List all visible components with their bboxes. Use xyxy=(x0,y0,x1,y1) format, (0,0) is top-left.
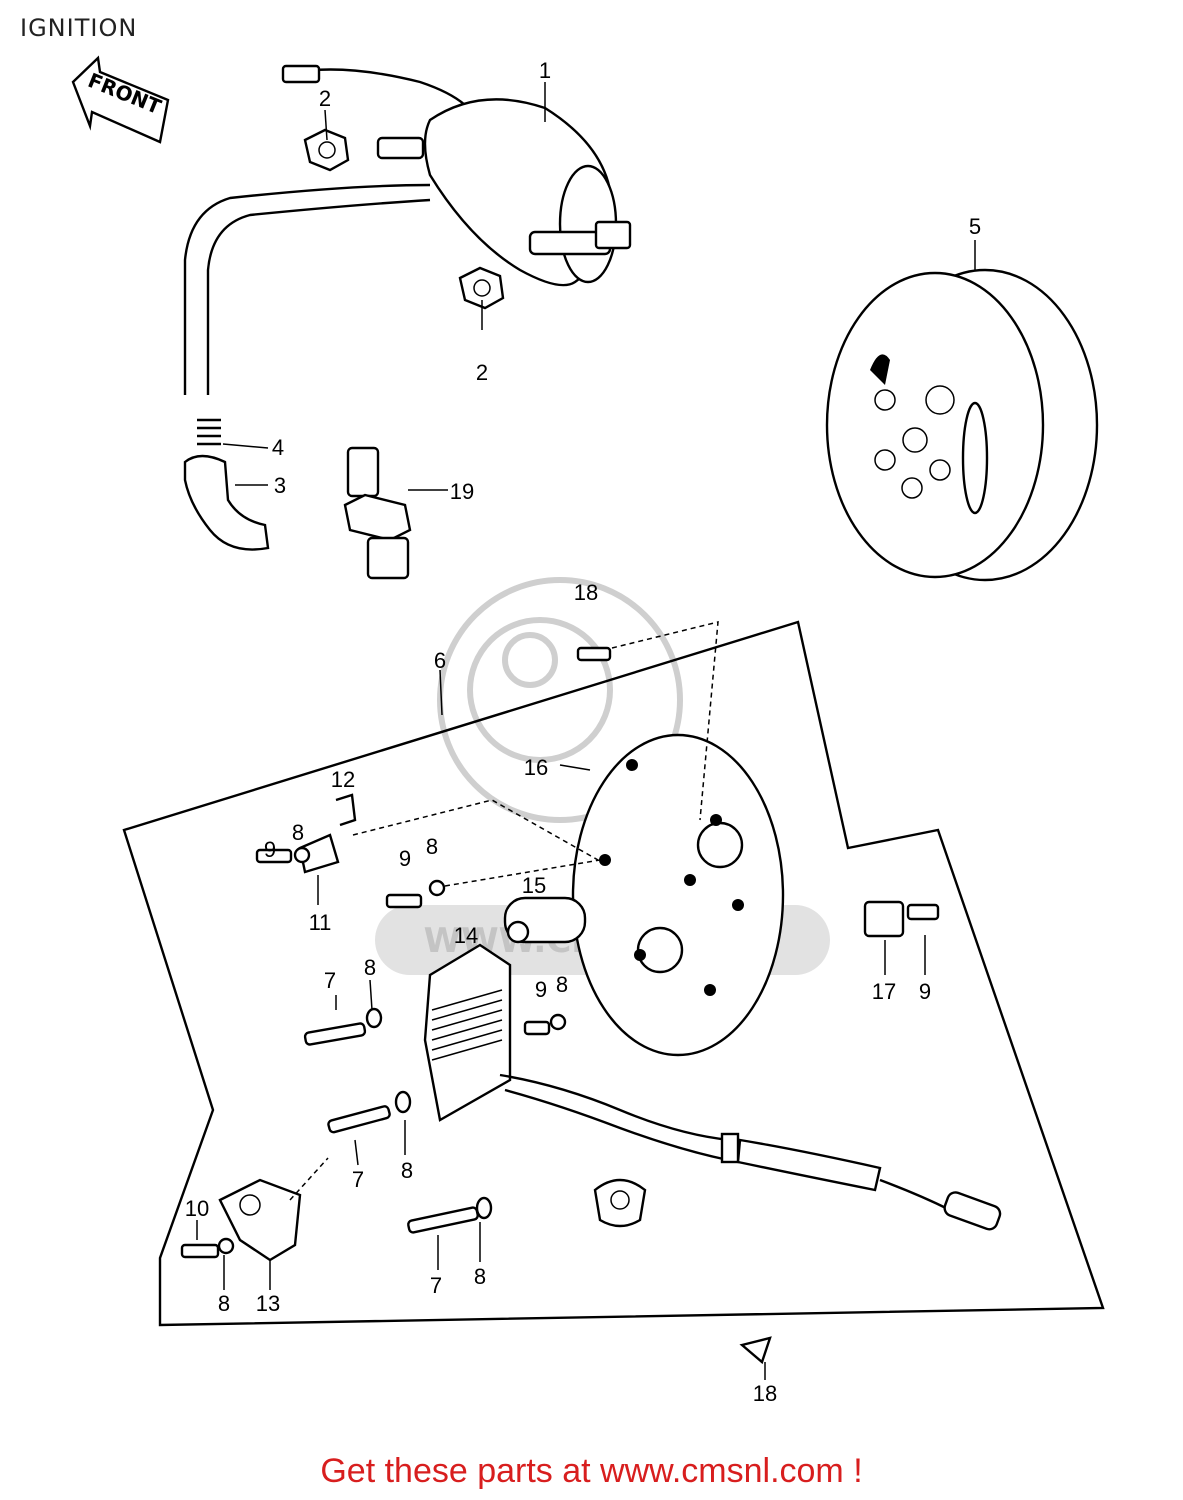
nut-upper xyxy=(303,128,350,172)
callout-16: 16 xyxy=(524,755,548,780)
wire-harness xyxy=(499,1073,1002,1231)
screw-7b xyxy=(327,1090,412,1134)
screw-7a xyxy=(303,1007,383,1046)
clamp xyxy=(863,900,940,938)
callout-8e: 8 xyxy=(401,1158,413,1183)
callout-7c: 7 xyxy=(430,1273,442,1298)
spark-plug xyxy=(343,446,412,580)
condenser xyxy=(503,896,587,944)
callout-14: 14 xyxy=(454,923,478,948)
callout-6: 6 xyxy=(434,648,446,673)
stator-assembly-outline xyxy=(122,620,1105,1327)
stator-plate xyxy=(571,733,785,1057)
nut-lower xyxy=(458,266,505,310)
screw-18a xyxy=(576,646,612,662)
callout-9c: 9 xyxy=(535,977,547,1002)
callout-1: 1 xyxy=(539,58,551,83)
callout-18a: 18 xyxy=(574,580,598,605)
leader-lines xyxy=(196,82,976,1380)
callout-15: 15 xyxy=(522,873,546,898)
screw-9b xyxy=(385,879,446,909)
plug-cap xyxy=(183,454,270,551)
callout-17: 17 xyxy=(872,979,896,1004)
screw-10 xyxy=(180,1237,235,1259)
screw-9c xyxy=(523,1013,567,1036)
callout-19: 19 xyxy=(450,479,474,504)
callout-12: 12 xyxy=(331,767,355,792)
footer-link[interactable]: Get these parts at www.cmsnl.com ! xyxy=(320,1452,863,1490)
screw-9a xyxy=(255,846,311,864)
callout-8g: 8 xyxy=(218,1291,230,1316)
ignition-coil xyxy=(183,64,632,395)
callout-8f: 8 xyxy=(474,1264,486,1289)
spring xyxy=(197,418,221,446)
callout-2a: 2 xyxy=(319,86,331,111)
contact-point-lower xyxy=(218,1178,302,1262)
callout-9a: 9 xyxy=(264,837,276,862)
callout-8b: 8 xyxy=(426,834,438,859)
screw-7c xyxy=(407,1196,493,1234)
contact-point-upper xyxy=(298,793,357,874)
flywheel-rotor xyxy=(825,268,1099,582)
callout-3: 3 xyxy=(274,473,286,498)
callout-7a: 7 xyxy=(324,968,336,993)
screw-18b xyxy=(739,1336,772,1365)
callout-9b: 9 xyxy=(399,846,411,871)
callout-8a: 8 xyxy=(292,820,304,845)
grommet xyxy=(593,1178,647,1228)
coil xyxy=(423,943,512,1122)
callout-2b: 2 xyxy=(476,360,488,385)
callout-8c: 8 xyxy=(364,955,376,980)
page-title: IGNITION xyxy=(20,14,138,42)
callout-11: 11 xyxy=(309,910,332,935)
callout-9d: 9 xyxy=(919,979,931,1004)
ignition-exploded-diagram: WWW.CMSNL.COM FRONT xyxy=(71,55,1105,1406)
callout-labels: 1 2 2 3 4 5 6 7 7 7 8 8 8 8 8 8 8 9 9 9 … xyxy=(185,58,981,1406)
front-arrow-icon: FRONT xyxy=(71,55,170,144)
callout-4: 4 xyxy=(272,435,284,460)
callout-5: 5 xyxy=(969,214,981,239)
callout-7b: 7 xyxy=(352,1167,364,1192)
callout-10: 10 xyxy=(185,1196,209,1221)
callout-18b: 18 xyxy=(753,1381,777,1406)
callout-8d: 8 xyxy=(556,972,568,997)
callout-13: 13 xyxy=(256,1291,280,1316)
